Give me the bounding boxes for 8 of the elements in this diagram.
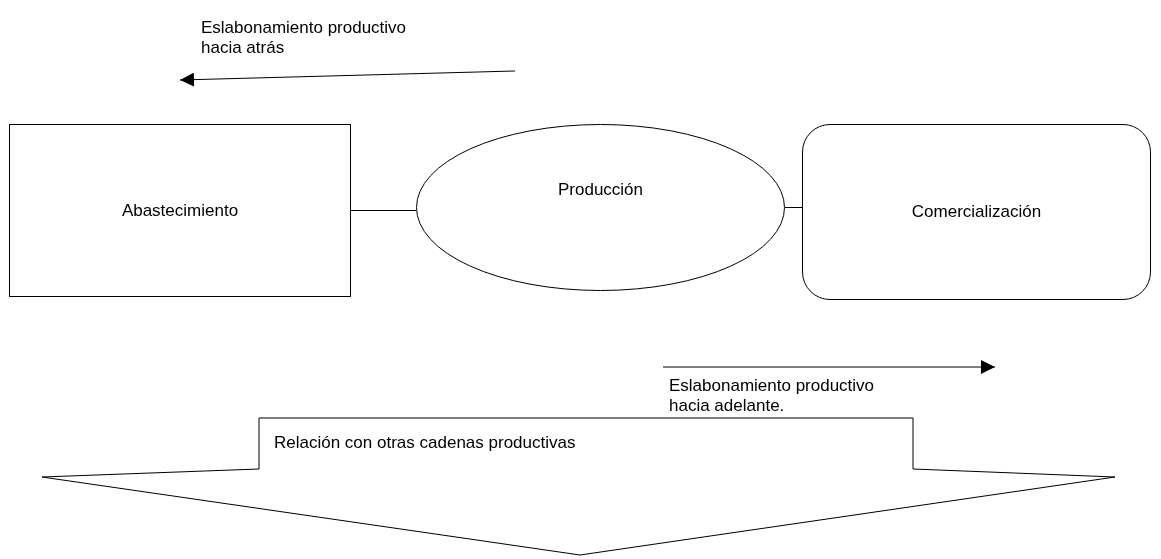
arrow-caption: Eslabonamiento productivo hacia adelante. [669,376,876,417]
process-box: Comercialización [802,124,1151,300]
arrow-caption: Eslabonamiento productivo hacia atrás [201,18,408,59]
connector-line [784,207,803,208]
node-label: Relación con otras cadenas productivas [274,433,576,454]
connector-line [350,210,417,211]
process-box: Abastecimiento [9,124,351,297]
node-label: Producción [557,180,644,201]
